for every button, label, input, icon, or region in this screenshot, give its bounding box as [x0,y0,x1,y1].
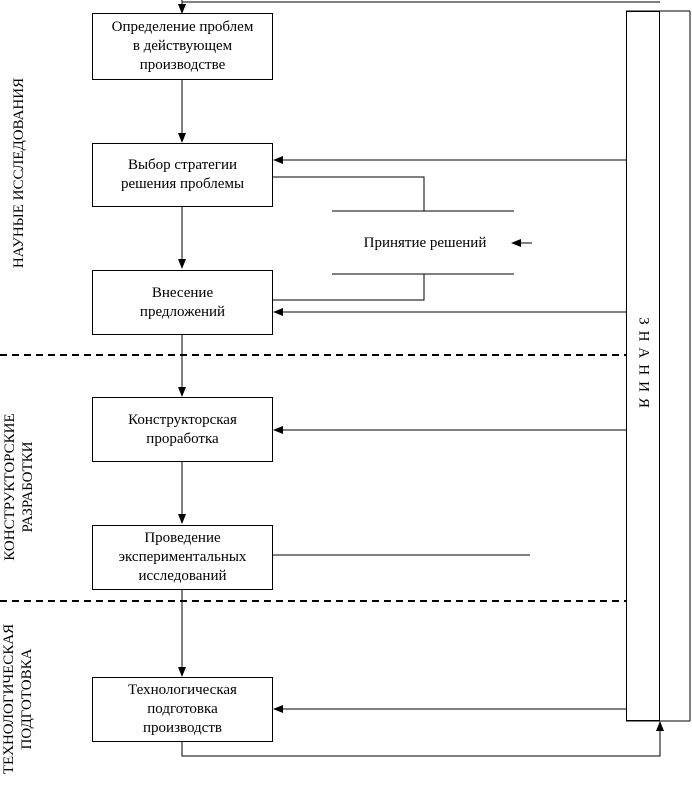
section-technology-label: ТЕХНОЛОГИЧЕСКАЯ ПОДГОТОВКА [1,623,35,775]
decision-label: Принятие решений [363,235,487,251]
strategy-to-decision [272,176,425,211]
knowledge-label: ЗНАНИЯ [635,317,652,414]
box-proposals: Внесение предложений [92,270,273,335]
section-research-label: НАУНЫЕ ИССЛЕДОВАНИЯ [11,77,27,269]
box-identify-problems: Определение проблем в действующем произв… [92,13,273,80]
knowledge-column [626,11,660,721]
box-design-study: Конструкторская проработка [92,397,273,462]
bottom-return-line [181,721,664,757]
section-design-label: КОНСТРУКТОРСКИЕ РАЗРАБОТКИ [2,413,36,561]
box-strategy-choice: Выбор стратегии решения проблемы [92,143,273,207]
decision-to-proposals [272,274,425,301]
box-tech-preparation: Технологическая подготовка производств [92,677,273,742]
box-experiments: Проведение экспериментальных исследовани… [92,525,273,590]
